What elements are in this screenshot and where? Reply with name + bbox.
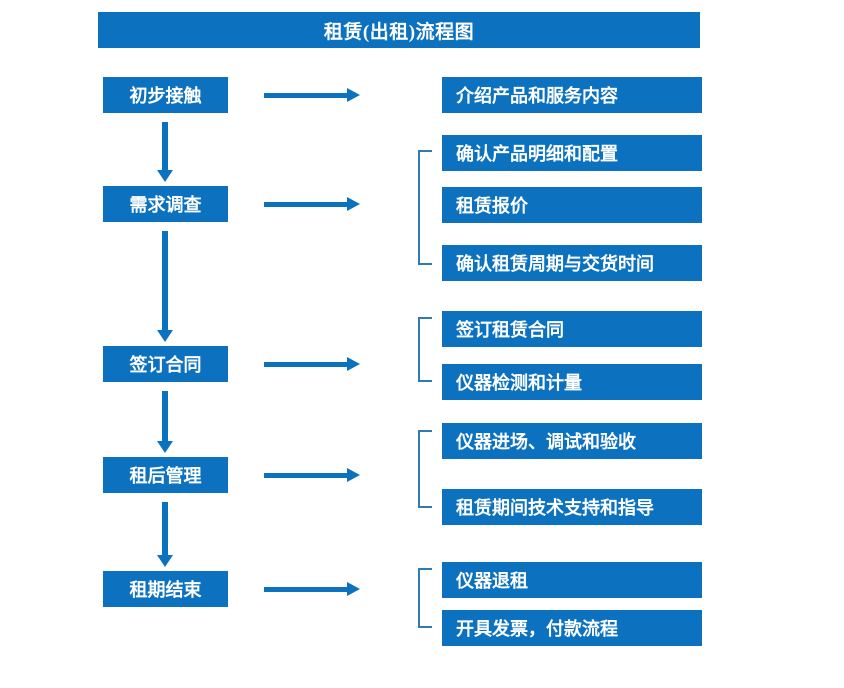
stage-node-3[interactable]: 签订合同	[103, 346, 228, 382]
detail-node-4-2[interactable]: 租赁期间技术支持和指导	[442, 489, 702, 525]
arrow-head	[347, 197, 360, 211]
arrow-down-icon	[157, 391, 173, 453]
arrow-right-icon	[264, 468, 360, 482]
arrow-shaft	[264, 587, 348, 592]
arrow-head	[347, 582, 360, 596]
detail-node-label: 租赁报价	[456, 196, 528, 216]
arrow-head	[157, 441, 173, 453]
detail-node-2-2[interactable]: 租赁报价	[442, 187, 702, 223]
arrow-shaft	[264, 362, 348, 367]
detail-node-2-1[interactable]: 确认产品明细和配置	[442, 135, 702, 171]
bracket-icon	[418, 317, 432, 382]
bracket-icon	[418, 150, 432, 265]
detail-node-label: 仪器进场、调试和验收	[456, 432, 636, 452]
bracket-icon	[418, 430, 432, 508]
arrow-shaft	[162, 391, 168, 441]
stage-node-label: 租后管理	[129, 466, 202, 486]
stage-node-label: 签订合同	[129, 355, 202, 375]
page-title: 租赁(出租)流程图	[98, 12, 700, 48]
stage-node-label: 租期结束	[129, 580, 202, 600]
arrow-right-icon	[264, 357, 360, 371]
arrow-shaft	[162, 122, 168, 170]
arrow-shaft	[162, 231, 168, 330]
arrow-right-icon	[264, 197, 360, 211]
bracket-icon	[418, 568, 432, 628]
arrow-head	[157, 555, 173, 567]
detail-node-label: 开具发票，付款流程	[456, 619, 618, 639]
arrow-shaft	[264, 473, 348, 478]
detail-node-5-1[interactable]: 仪器退租	[442, 562, 702, 598]
stage-node-2[interactable]: 需求调查	[103, 186, 228, 222]
stage-node-label: 需求调查	[129, 195, 202, 215]
detail-node-label: 介绍产品和服务内容	[456, 86, 618, 106]
detail-node-4-1[interactable]: 仪器进场、调试和验收	[442, 423, 702, 459]
stage-node-4[interactable]: 租后管理	[103, 457, 228, 493]
arrow-shaft	[264, 202, 348, 207]
detail-node-2-3[interactable]: 确认租赁周期与交货时间	[442, 245, 702, 281]
detail-node-label: 租赁期间技术支持和指导	[456, 498, 654, 518]
detail-node-1-1[interactable]: 介绍产品和服务内容	[442, 77, 702, 113]
detail-node-label: 仪器检测和计量	[456, 373, 582, 393]
arrow-down-icon	[157, 231, 173, 342]
arrow-right-icon	[264, 88, 360, 102]
detail-node-label: 仪器退租	[456, 571, 528, 591]
detail-node-label: 确认产品明细和配置	[456, 144, 618, 164]
stage-node-1[interactable]: 初步接触	[103, 77, 228, 113]
stage-node-5[interactable]: 租期结束	[103, 571, 228, 607]
detail-node-3-2[interactable]: 仪器检测和计量	[442, 364, 702, 400]
arrow-down-icon	[157, 122, 173, 182]
arrow-down-icon	[157, 502, 173, 567]
arrow-head	[347, 88, 360, 102]
arrow-right-icon	[264, 582, 360, 596]
arrow-head	[157, 170, 173, 182]
stage-node-label: 初步接触	[129, 86, 202, 106]
detail-node-label: 签订租赁合同	[456, 320, 564, 340]
detail-node-5-2[interactable]: 开具发票，付款流程	[442, 610, 702, 646]
detail-node-3-1[interactable]: 签订租赁合同	[442, 311, 702, 347]
arrow-head	[347, 357, 360, 371]
arrow-shaft	[162, 502, 168, 555]
arrow-head	[157, 330, 173, 342]
detail-node-label: 确认租赁周期与交货时间	[456, 254, 654, 274]
arrow-shaft	[264, 93, 348, 98]
arrow-head	[347, 468, 360, 482]
